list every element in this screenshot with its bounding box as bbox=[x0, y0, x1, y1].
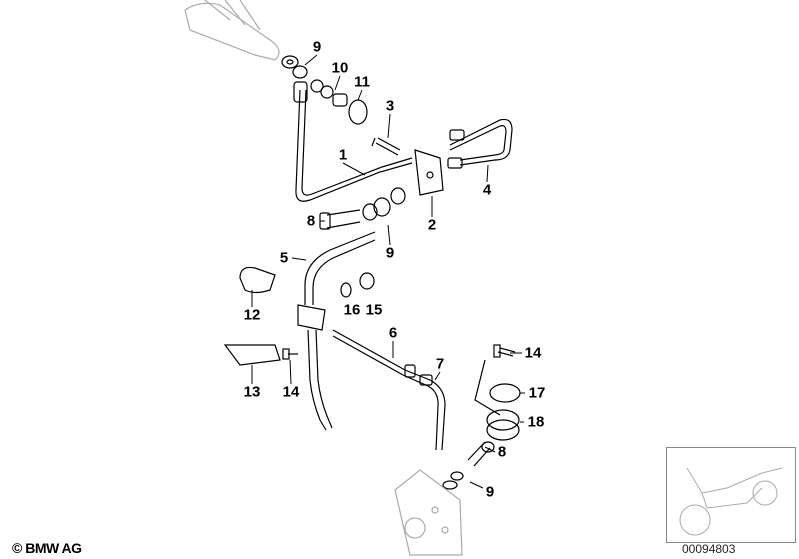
part-label-13[interactable]: 13 bbox=[243, 383, 261, 401]
part-label-1[interactable]: 1 bbox=[338, 146, 348, 164]
part-label-10[interactable]: 10 bbox=[331, 59, 349, 77]
part-label-9[interactable]: 9 bbox=[485, 483, 495, 501]
part-label-9[interactable]: 9 bbox=[385, 244, 395, 262]
distributor-2 bbox=[414, 149, 444, 196]
part-label-6[interactable]: 6 bbox=[388, 324, 398, 342]
part-label-18[interactable]: 18 bbox=[527, 413, 545, 431]
part-label-15[interactable]: 15 bbox=[365, 301, 383, 319]
part-label-11[interactable]: 11 bbox=[354, 73, 370, 91]
brake-line-6 bbox=[332, 329, 446, 451]
bracket-13 bbox=[223, 344, 281, 366]
part-label-14[interactable]: 14 bbox=[282, 383, 300, 401]
bracket-17 bbox=[474, 359, 501, 416]
part-label-5[interactable]: 5 bbox=[279, 249, 289, 267]
part-label-17[interactable]: 17 bbox=[528, 384, 546, 402]
part-label-12[interactable]: 12 bbox=[243, 306, 261, 324]
motorcycle-icon bbox=[679, 467, 783, 536]
part-label-8[interactable]: 8 bbox=[497, 443, 507, 461]
brake-line-5 bbox=[297, 231, 376, 431]
part-label-3[interactable]: 3 bbox=[385, 97, 395, 115]
copyright-text: © BMW AG bbox=[12, 540, 82, 556]
leader-lines bbox=[251, 54, 525, 489]
part-label-9[interactable]: 9 bbox=[312, 38, 322, 56]
banjo-bolt-8 bbox=[319, 187, 406, 230]
handlebar-ghost bbox=[184, 0, 280, 61]
brake-line-1 bbox=[293, 81, 413, 202]
brake-line-4 bbox=[447, 118, 513, 169]
part-label-2[interactable]: 2 bbox=[427, 216, 437, 234]
bolt-3 bbox=[371, 137, 401, 156]
part-label-16[interactable]: 16 bbox=[343, 301, 361, 319]
part-label-14[interactable]: 14 bbox=[524, 344, 542, 362]
reference-number: 00094803 bbox=[682, 542, 736, 556]
part-label-4[interactable]: 4 bbox=[482, 181, 492, 199]
part-label-7[interactable]: 7 bbox=[435, 355, 445, 373]
caliper-ghost bbox=[394, 469, 463, 556]
clip-12 bbox=[239, 266, 276, 294]
part-label-8[interactable]: 8 bbox=[306, 212, 316, 230]
vehicle-thumbnail bbox=[666, 447, 796, 543]
